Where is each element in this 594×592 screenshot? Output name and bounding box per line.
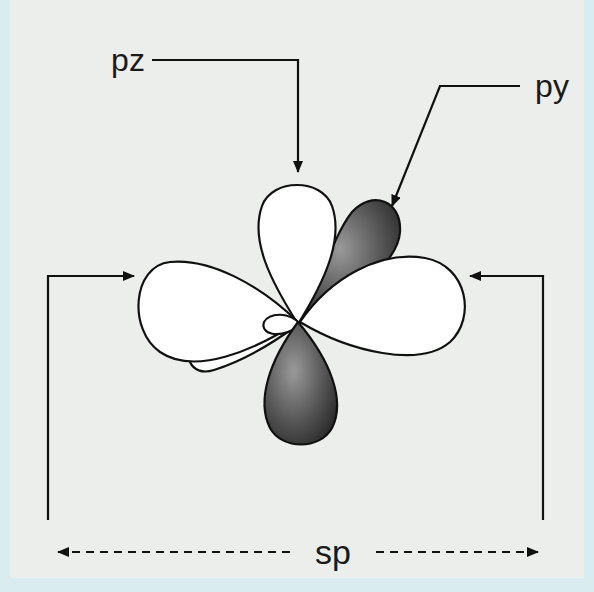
hybrid-label: sp [313,535,353,569]
orbital-label: py [533,70,571,102]
orbital-label: pz [109,44,147,76]
